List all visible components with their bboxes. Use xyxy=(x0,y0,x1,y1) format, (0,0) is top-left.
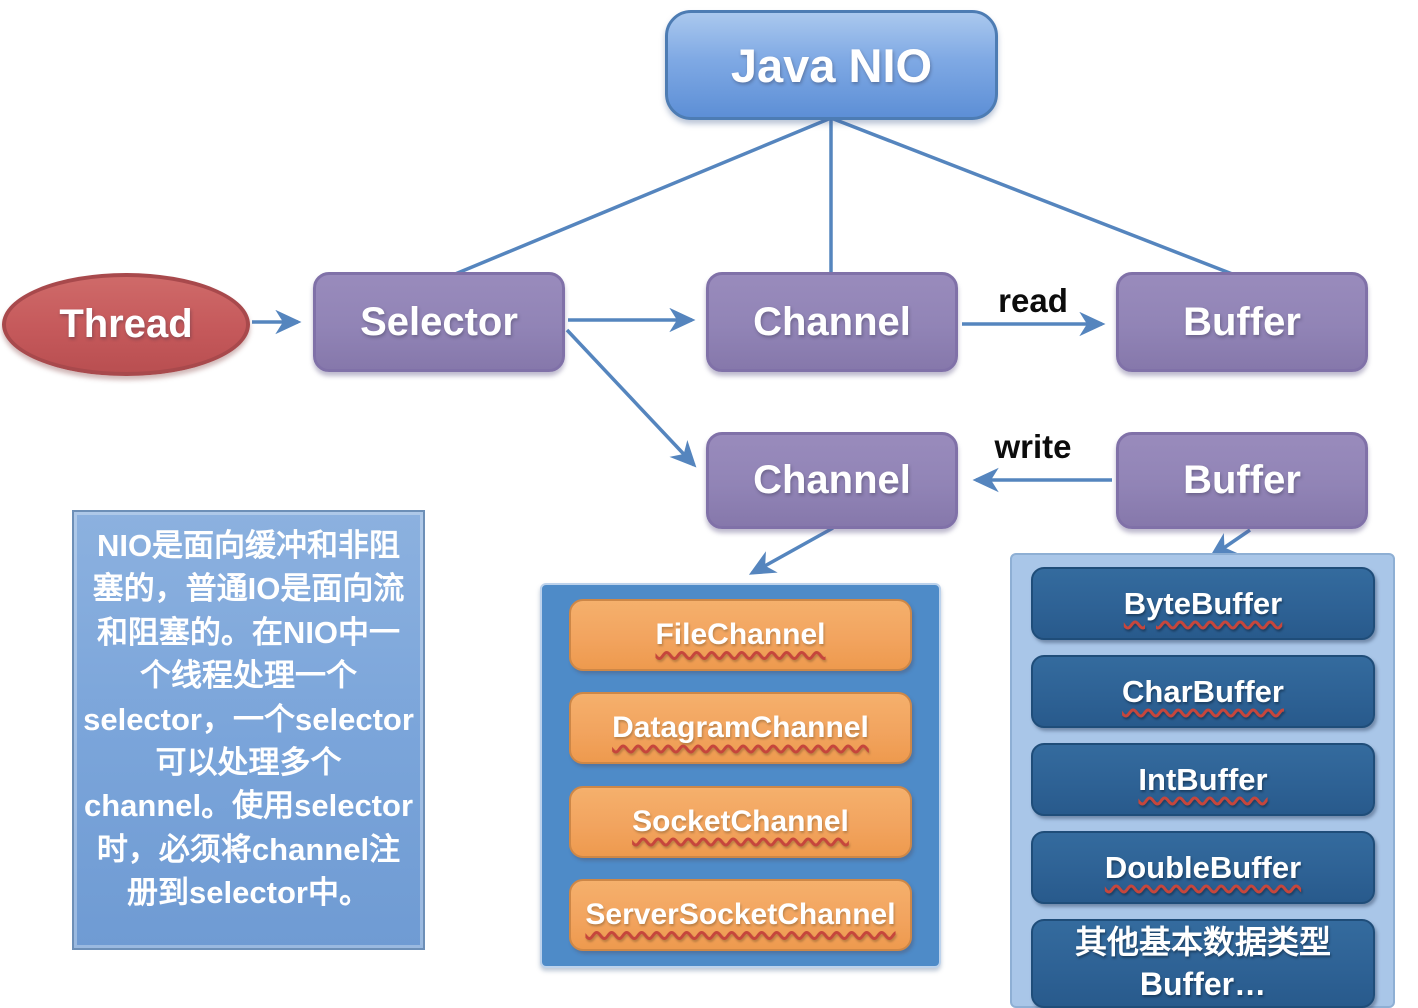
buffer-types-panel: ByteBuffer CharBuffer IntBuffer DoubleBu… xyxy=(1010,553,1395,1008)
edge-label-write: write xyxy=(994,428,1072,465)
node-thread: Thread xyxy=(2,273,250,376)
channel-types-panel: FileChannel DatagramChannel SocketChanne… xyxy=(540,583,941,968)
node-channel-read: Channel xyxy=(706,272,958,372)
buffer-type-label: DoubleBuffer xyxy=(1104,849,1302,885)
nio-description-note: NIO是面向缓冲和非阻塞的，普通IO是面向流和阻塞的。在NIO中一个线程处理一个… xyxy=(72,510,425,950)
node-channel-write: Channel xyxy=(706,432,958,529)
node-buffer-read: Buffer xyxy=(1116,272,1368,372)
buffer-type-label: 其他基本数据类型 Buffer… xyxy=(1074,923,1331,1002)
node-buffer-write: Buffer xyxy=(1116,432,1368,529)
edge-label-read: read xyxy=(998,282,1068,319)
node-selector: Selector xyxy=(313,272,565,372)
buffer-type-intbuffer: IntBuffer xyxy=(1031,743,1375,816)
channel-type-datagramchannel: DatagramChannel xyxy=(569,692,912,765)
channel-type-label: ServerSocketChannel xyxy=(585,897,896,931)
channel-type-label: SocketChannel xyxy=(632,804,849,838)
channel-type-socketchannel: SocketChannel xyxy=(569,785,912,858)
buffer-type-doublebuffer: DoubleBuffer xyxy=(1031,831,1375,904)
buffer-type-charbuffer: CharBuffer xyxy=(1031,655,1375,728)
buffer-type-bytebuffer: ByteBuffer xyxy=(1031,567,1375,640)
channel-type-filechannel: FileChannel xyxy=(569,599,912,671)
channel-type-label: DatagramChannel xyxy=(612,711,869,745)
channel-type-serversocketchannel: ServerSocketChannel xyxy=(569,878,912,951)
channel-type-label: FileChannel xyxy=(655,618,826,651)
buffer-type-label: IntBuffer xyxy=(1138,761,1268,797)
buffer-type-other: 其他基本数据类型 Buffer… xyxy=(1031,919,1375,1008)
node-java-nio: Java NIO xyxy=(665,10,998,120)
buffer-type-label: CharBuffer xyxy=(1122,673,1284,709)
buffer-type-label: ByteBuffer xyxy=(1123,585,1283,621)
